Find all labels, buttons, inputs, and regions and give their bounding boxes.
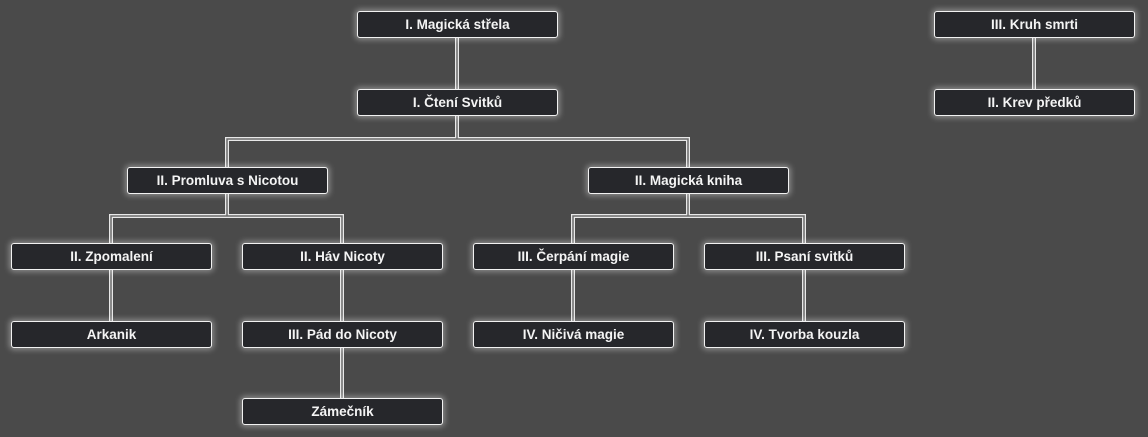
skill-node-krev-predku[interactable]: II. Krev předků bbox=[934, 89, 1135, 116]
skill-node-arkanik[interactable]: Arkanik bbox=[11, 321, 212, 348]
skill-node-tvorba-kouzla[interactable]: IV. Tvorba kouzla bbox=[704, 321, 905, 348]
skill-node-pad-do-nicoty[interactable]: III. Pád do Nicoty bbox=[242, 321, 443, 348]
skill-node-magicka-kniha[interactable]: II. Magická kniha bbox=[588, 167, 789, 194]
skill-node-cteni-svitku[interactable]: I. Čtení Svitků bbox=[357, 89, 558, 116]
skill-node-cerpani-magie[interactable]: III. Čerpání magie bbox=[473, 243, 674, 270]
skill-node-kruh-smrti[interactable]: III. Kruh smrti bbox=[934, 11, 1135, 38]
skill-node-niciva-magie[interactable]: IV. Ničivá magie bbox=[473, 321, 674, 348]
skill-node-zamecnik[interactable]: Zámečník bbox=[242, 398, 443, 425]
skill-node-zpomaleni[interactable]: II. Zpomalení bbox=[11, 243, 212, 270]
skill-node-magicka-strela[interactable]: I. Magická střela bbox=[357, 11, 558, 38]
skill-node-promluva[interactable]: II. Promluva s Nicotou bbox=[127, 167, 328, 194]
skill-node-psani-svitku[interactable]: III. Psaní svitků bbox=[704, 243, 905, 270]
skill-node-hav-nicoty[interactable]: II. Háv Nicoty bbox=[242, 243, 443, 270]
